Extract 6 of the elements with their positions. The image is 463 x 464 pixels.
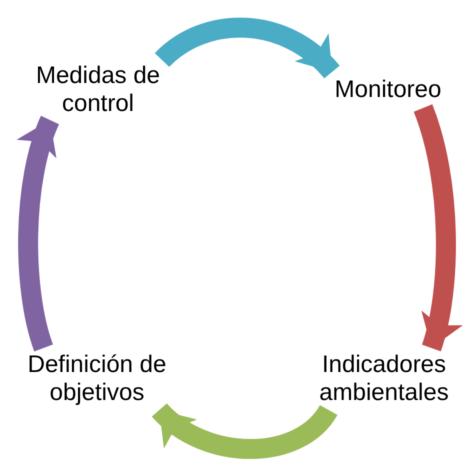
curved-arrow — [414, 104, 462, 351]
cycle-step-label: Definición de objetivos — [26, 351, 168, 407]
cycle-step-label: Indicadores ambientales — [318, 351, 450, 407]
cycle-step-label: Medidas de control — [34, 62, 162, 118]
curved-arrow — [18, 116, 60, 352]
cycle-step-label: Monitoreo — [334, 76, 442, 104]
